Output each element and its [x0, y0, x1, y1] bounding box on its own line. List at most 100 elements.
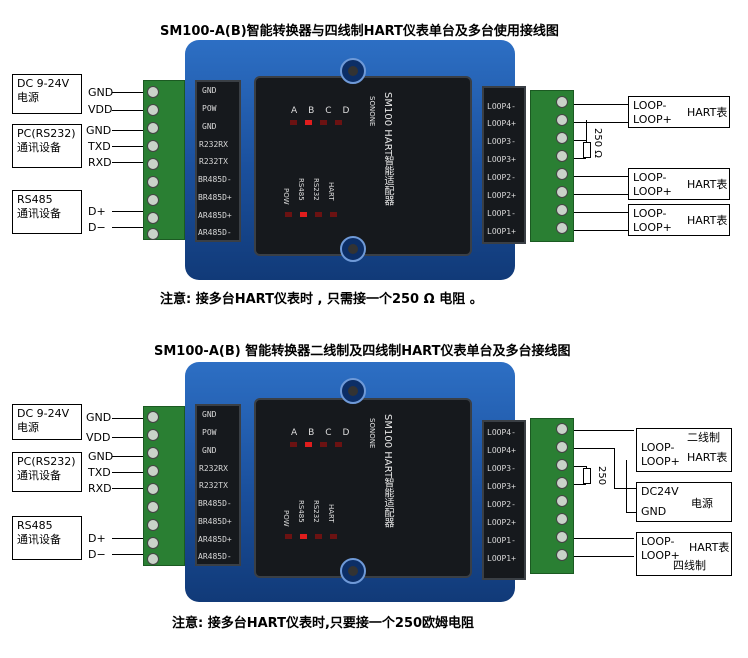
power-supply-box: DC 9-24V 电源: [12, 404, 82, 440]
meter-pin: LOOP-: [641, 441, 675, 454]
resistor-label: 250: [596, 466, 607, 486]
terminal-label: R232TX: [199, 481, 228, 490]
meter-name: HART表: [689, 541, 730, 554]
pc-rs232-box: PC(RS232) 通讯设备: [12, 452, 82, 492]
terminal-label: R232TX: [199, 157, 228, 166]
dc-pin: DC24V: [641, 485, 679, 498]
led-label: HART: [327, 504, 335, 523]
power-supply-box: DC 9-24V 电源: [12, 74, 82, 114]
meter-name: HART表: [687, 106, 728, 119]
note-text: 注意: 接多台HART仪表时 , 只需接一个250 Ω 电阻 。: [160, 292, 483, 307]
terminal-label: AR485D-: [198, 552, 232, 561]
two-wire-hart-meter-box: 二线制 LOOP- LOOP+ HART表: [636, 428, 732, 472]
pin-label: D+: [88, 532, 106, 545]
terminal-label: LOOP2-: [487, 173, 516, 182]
rs485-box: RS485 通讯设备: [12, 516, 82, 560]
meter-pin: LOOP-: [633, 171, 667, 184]
terminal-label: R232RX: [199, 464, 228, 473]
hart-meter-box: LOOP- LOOP+ HART表: [628, 96, 730, 128]
led-label: POW: [282, 510, 290, 527]
meter-pin: LOOP-: [633, 99, 667, 112]
four-wire-hart-meter-box: LOOP- LOOP+ HART表 四线制: [636, 532, 732, 576]
pin-label: D−: [88, 548, 106, 561]
mount-hole: [340, 236, 366, 262]
terminal-label: BR485D+: [198, 193, 232, 202]
meter-header: 四线制: [673, 559, 706, 572]
pin-label: VDD: [88, 103, 113, 116]
center-panel: [254, 398, 472, 578]
pin-label: TXD: [88, 466, 111, 479]
led-label: RS485: [297, 178, 305, 201]
meter-pin: LOOP+: [633, 185, 672, 198]
power-box-line1: DC 9-24V: [17, 77, 70, 90]
right-label-panel: [482, 420, 526, 580]
pin-label: GND: [88, 450, 114, 463]
right-label-panel: [482, 86, 526, 244]
terminal-label: LOOP4-: [487, 428, 516, 437]
terminal-label: LOOP4+: [487, 119, 516, 128]
pin-label: GND: [86, 411, 112, 424]
terminal-label: BR485D-: [198, 499, 232, 508]
terminal-label: POW: [202, 428, 217, 437]
terminal-label: LOOP4+: [487, 446, 516, 455]
pc-box-line2: 通讯设备: [17, 141, 61, 154]
pin-label: RXD: [88, 156, 112, 169]
mount-hole: [340, 378, 366, 404]
terminal-label: LOOP2+: [487, 518, 516, 527]
pin-label: D−: [88, 221, 106, 234]
terminal-label: LOOP1-: [487, 536, 516, 545]
meter-pin: LOOP-: [633, 207, 667, 220]
pin-label: VDD: [86, 431, 111, 444]
meter-pin: LOOP+: [633, 113, 672, 126]
resistor-label: 250 Ω: [592, 128, 603, 158]
rs485-box-line2: 通讯设备: [17, 533, 61, 546]
pc-box-line1: PC(RS232): [17, 455, 76, 468]
resistor: [583, 142, 591, 158]
terminal-label: LOOP2+: [487, 191, 516, 200]
terminal-label: GND: [202, 86, 217, 95]
pin-label: RXD: [88, 482, 112, 495]
power-box-line2: 电源: [17, 421, 39, 434]
power-box-line2: 电源: [17, 91, 39, 104]
terminal-label: LOOP3+: [487, 482, 516, 491]
terminal-label: GND: [202, 410, 217, 419]
terminal-label: LOOP1+: [487, 227, 516, 236]
resistor: [583, 468, 591, 484]
terminal-label: LOOP3-: [487, 464, 516, 473]
meter-header: 二线制: [687, 431, 720, 444]
dc-box-name: 电源: [691, 497, 713, 510]
terminal-label: AR485D+: [198, 211, 232, 220]
led-letters: ABCD: [291, 428, 361, 438]
diagram-title: SM100-A(B) 智能转换器二线制及四线制HART仪表单台及多台接线图: [154, 344, 571, 359]
terminal-label: BR485D+: [198, 517, 232, 526]
led-label: RS485: [297, 500, 305, 523]
terminal-label: GND: [202, 122, 217, 131]
power-box-line1: DC 9-24V: [17, 407, 70, 420]
meter-pin: LOOP+: [641, 455, 680, 468]
brand-text: SONONE: [368, 418, 376, 449]
led-label: HART: [327, 182, 335, 201]
dc24v-power-box: DC24V GND 电源: [636, 482, 732, 522]
rs485-box-line1: RS485: [17, 193, 53, 206]
terminal-label: R232RX: [199, 140, 228, 149]
led-label: RS232: [312, 178, 320, 201]
model-text: SM100 HART智能适配器: [382, 92, 393, 206]
pc-rs232-box: PC(RS232) 通讯设备: [12, 124, 82, 168]
left-label-panel: [195, 80, 241, 242]
meter-pin: LOOP+: [633, 221, 672, 234]
hart-meter-box: LOOP- LOOP+ HART表: [628, 204, 730, 236]
dc-pin: GND: [641, 505, 667, 518]
led-label: POW: [282, 188, 290, 205]
mount-hole: [340, 58, 366, 84]
right-terminal-block: [530, 418, 574, 574]
pin-label: GND: [86, 124, 112, 137]
meter-pin: LOOP+: [641, 549, 680, 562]
led-label: RS232: [312, 500, 320, 523]
meter-name: HART表: [687, 214, 728, 227]
led-letters: ABCD: [291, 106, 361, 116]
meter-name: HART表: [687, 451, 728, 464]
terminal-label: AR485D-: [198, 228, 232, 237]
terminal-label: LOOP1+: [487, 554, 516, 563]
terminal-label: GND: [202, 446, 217, 455]
terminal-label: AR485D+: [198, 535, 232, 544]
